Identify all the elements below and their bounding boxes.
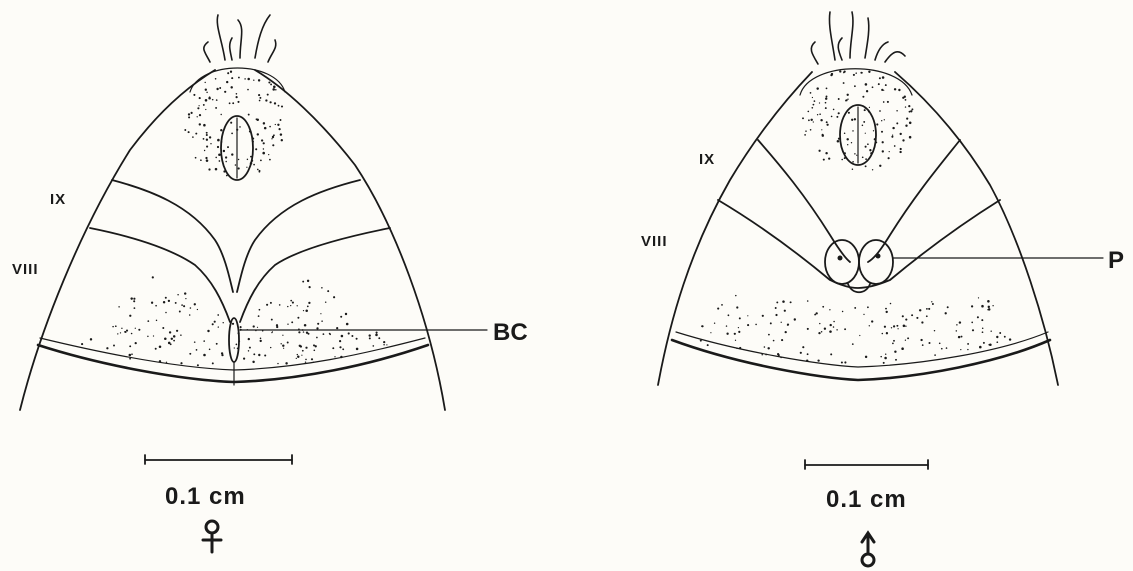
scale-label-right: 0.1 cm	[826, 486, 907, 513]
segment-label-ix-left: IX	[50, 191, 66, 208]
callout-label-bc: BC	[493, 319, 528, 346]
scale-bar-left	[145, 455, 292, 464]
stipple-lower-band-right	[700, 295, 1012, 364]
scale-bar-right	[805, 460, 928, 469]
female-symbol	[203, 521, 221, 552]
segment-label-ix-right: IX	[699, 151, 715, 168]
stipple-lower-band-left	[81, 276, 387, 366]
male-symbol	[862, 533, 874, 566]
suture-ix-left	[112, 180, 360, 292]
panel-male: IX VIII P 0.1 cm	[641, 12, 1124, 566]
stipple-apex-left	[184, 71, 283, 177]
paramere-structure	[825, 240, 893, 292]
bursa-copulatrix	[229, 318, 239, 362]
segment-label-viii-right: VIII	[641, 233, 668, 250]
scale-label-left: 0.1 cm	[165, 483, 246, 510]
panel-female: IX VIII BC 0.1 cm	[12, 15, 528, 552]
segment-label-viii-left: VIII	[12, 261, 39, 278]
bristles-right	[811, 12, 905, 64]
bristles-left	[204, 15, 276, 62]
callout-label-p: P	[1108, 247, 1124, 274]
suture-viii-right	[718, 200, 1000, 288]
suture-ix-right	[758, 140, 960, 262]
